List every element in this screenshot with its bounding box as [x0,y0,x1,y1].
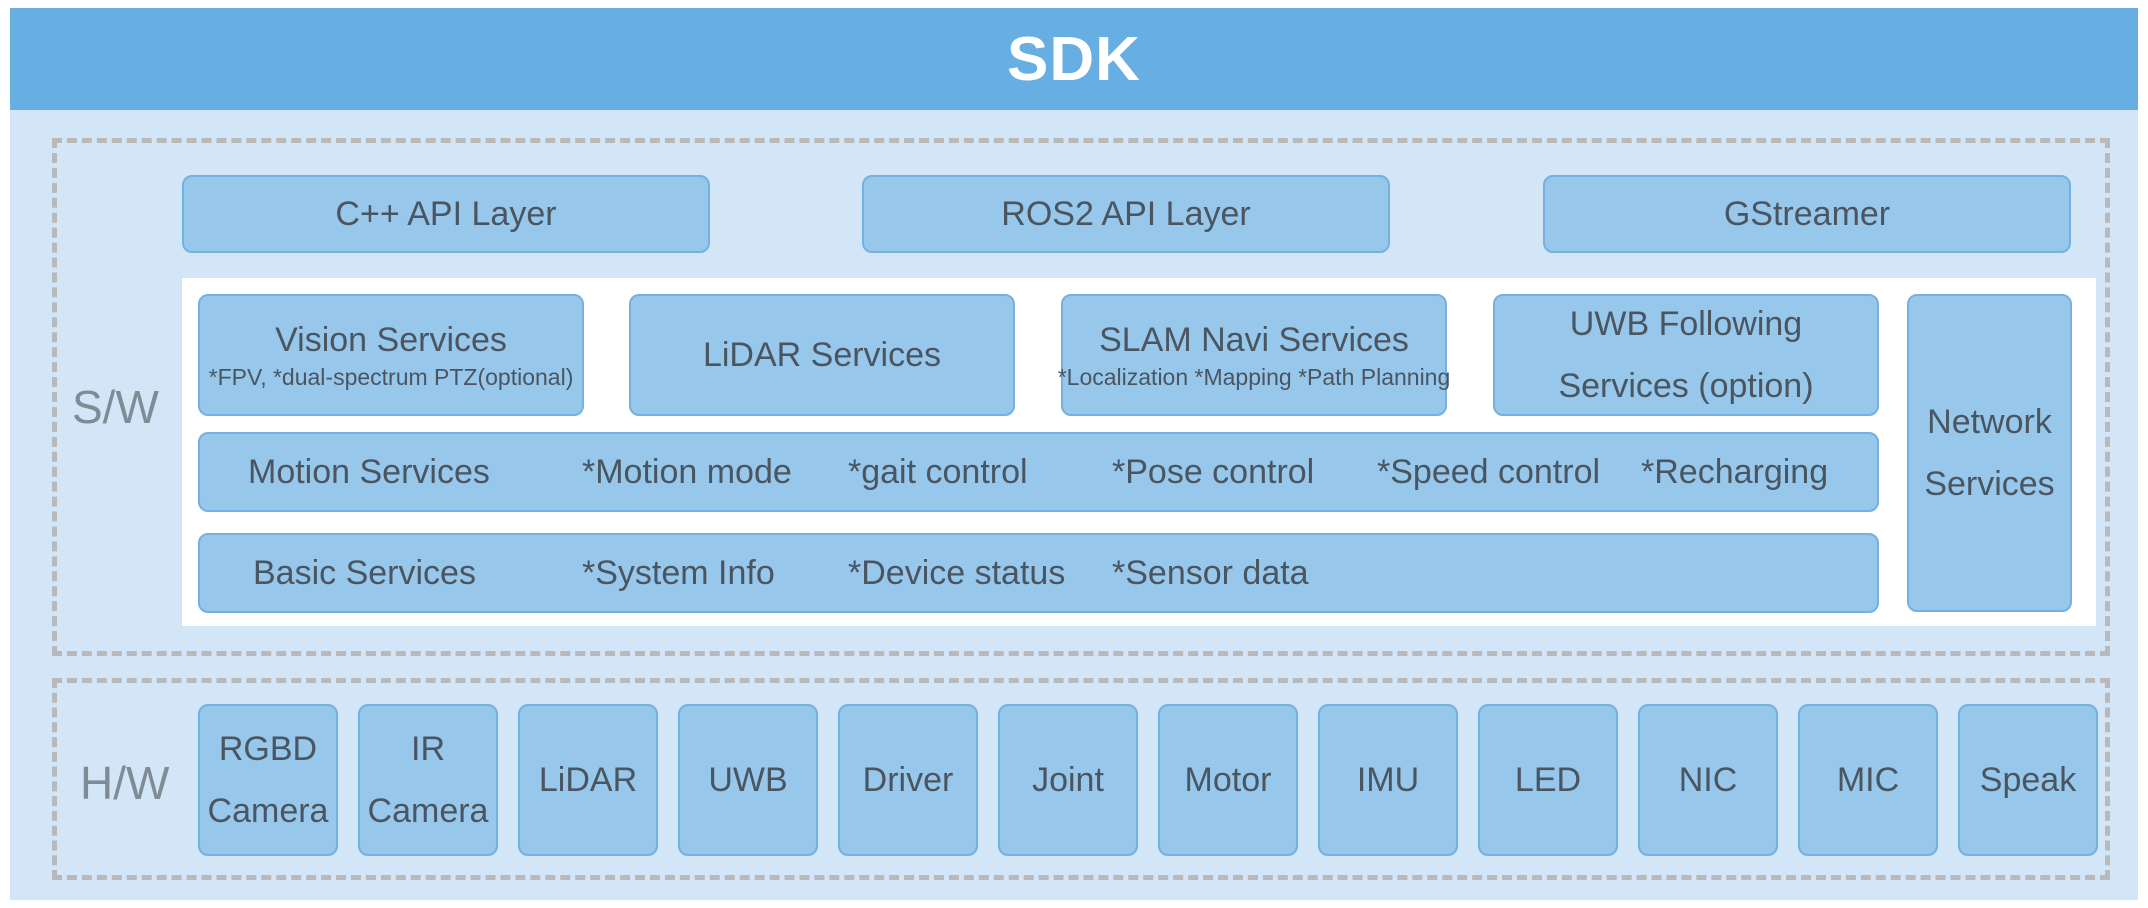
software-section [52,138,2110,656]
hw-label: LiDAR [538,761,638,799]
cpp-api-layer: C++ API Layer [182,175,710,253]
motion-item: *Pose control [1112,452,1315,491]
basic-services: Basic Services *System Info *Device stat… [198,533,1879,613]
motion-item: *Motion mode [582,452,792,491]
basic-item: *Sensor data [1112,553,1309,592]
hw-label: RGBD [218,730,318,768]
vision-services-title: Vision Services [275,321,507,359]
hw-label: LED [1514,761,1582,799]
hardware-section [52,678,2110,880]
hw-joint: Joint [998,704,1138,856]
hw-uwb: UWB [678,704,818,856]
lidar-services-title: LiDAR Services [702,336,942,374]
uwb-following-services: UWB Following Services (option) [1493,294,1879,416]
hw-label: MIC [1836,761,1900,799]
gstreamer-layer: GStreamer [1543,175,2071,253]
hw-label: NIC [1678,761,1738,799]
hw-lidar: LiDAR [518,704,658,856]
motion-item: *Recharging [1641,452,1829,491]
hw-label: Motor [1184,761,1272,799]
motion-services: Motion Services *Motion mode *gait contr… [198,432,1879,512]
motion-item: *gait control [848,452,1028,491]
hw-label: IR [411,730,445,768]
motion-item: *Speed control [1377,452,1601,491]
network-services-line1: Network [1927,403,2052,441]
sdk-header: SDK [10,8,2138,110]
network-services-line2: Services [1924,465,2055,503]
slam-services-title: SLAM Navi Services [1099,321,1409,359]
basic-services-title: Basic Services [253,553,476,592]
hw-label: UWB [708,761,788,799]
hardware-label: H/W [80,757,170,809]
hw-label: Joint [1032,761,1104,799]
hw-label: IMU [1356,761,1420,799]
hw-label: Driver [862,761,954,799]
network-services: Network Services [1907,294,2072,612]
software-label: S/W [72,381,159,433]
basic-item: *System Info [582,553,775,592]
hw-label: Camera [367,792,489,830]
hw-nic: NIC [1638,704,1778,856]
uwb-services-line1: UWB Following [1569,305,1803,343]
slam-services-detail: *Localization *Mapping *Path Planning [1057,364,1451,390]
basic-item: *Device status [848,553,1066,592]
vision-services: Vision Services *FPV, *dual-spectrum PTZ… [198,294,584,416]
hw-label: Camera [207,792,329,830]
ros2-api-layer: ROS2 API Layer [862,175,1390,253]
hw-mic: MIC [1798,704,1938,856]
motion-services-title: Motion Services [248,452,490,491]
hw-imu: IMU [1318,704,1458,856]
lidar-services: LiDAR Services [629,294,1015,416]
hw-rgbd-camera: RGBD Camera [198,704,338,856]
hw-led: LED [1478,704,1618,856]
hw-ir-camera: IR Camera [358,704,498,856]
hw-label: Speak [1979,761,2077,799]
uwb-services-line2: Services (option) [1558,367,1814,405]
slam-navi-services: SLAM Navi Services *Localization *Mappin… [1058,294,1450,416]
hw-driver: Driver [838,704,978,856]
hw-motor: Motor [1158,704,1298,856]
vision-services-detail: *FPV, *dual-spectrum PTZ(optional) [208,364,574,390]
sdk-title: SDK [1007,24,1141,94]
hw-speak: Speak [1958,704,2098,856]
